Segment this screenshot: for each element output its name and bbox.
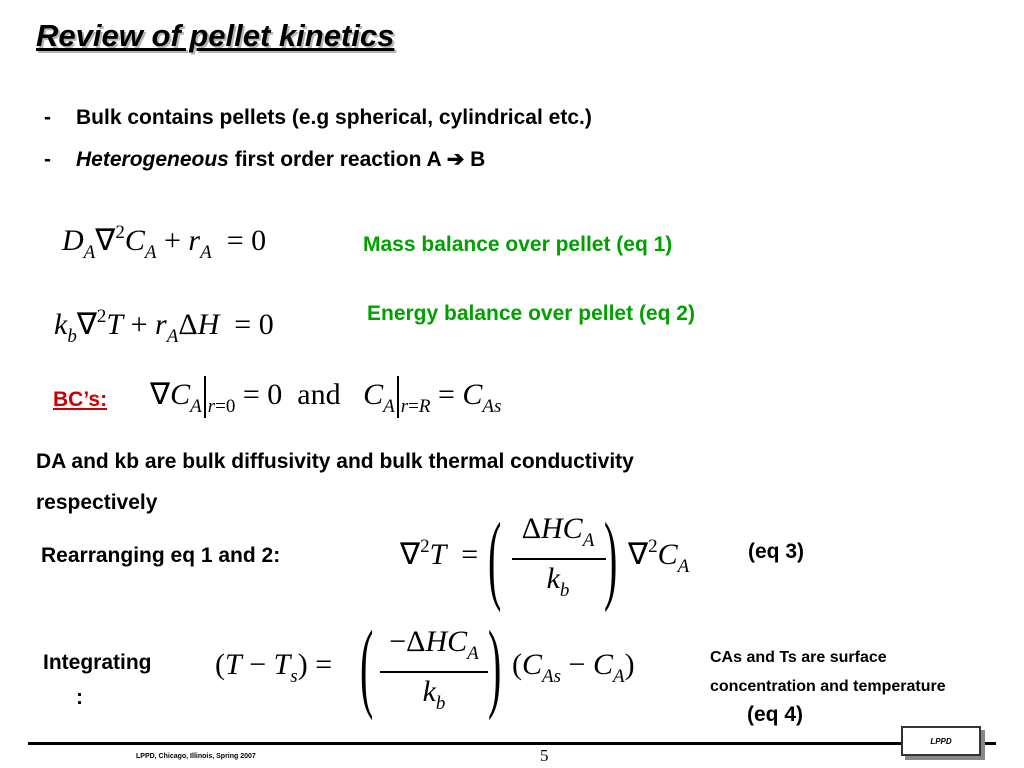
eq4-numerator: −ΔHCA (389, 625, 479, 664)
bullet-dash: - (44, 106, 51, 129)
logo-text: LPPD (930, 736, 952, 746)
left-paren: ( (488, 502, 502, 613)
eq4-denominator: kb (422, 675, 446, 714)
eq4-tag: (eq 4) (747, 703, 804, 726)
page-number: 5 (540, 746, 549, 765)
eq3-numerator: ΔHCA (521, 512, 595, 551)
footer-text: LPPD, Chicago, Illinois, Spring 2007 (136, 753, 256, 760)
eq3-denominator: kb (546, 562, 570, 601)
eq4-intro-line-2: : (76, 686, 83, 709)
eq1-label: Mass balance over pellet (eq 1) (363, 233, 673, 256)
eq4-fraction-line (380, 671, 488, 673)
eq4-side-note-line-2: concentration and temperature (710, 678, 946, 695)
eq2-label: Energy balance over pellet (eq 2) (367, 302, 695, 325)
and-word: and (297, 377, 341, 411)
bc-label: BC’s: (53, 388, 108, 411)
eq3-fraction-line (512, 558, 606, 560)
right-arrow-icon: ➔ (446, 148, 465, 171)
eq3-tag: (eq 3) (748, 540, 805, 563)
note-line-1: DA and kb are bulk diffusivity and bulk … (36, 450, 634, 473)
eq3-intro: Rearranging eq 1 and 2: (41, 544, 281, 567)
right-paren: ) (604, 502, 618, 613)
bullet-text: first order reaction A (228, 148, 447, 171)
eq4-side-note-line-1: CAs and Ts are surface (710, 649, 887, 666)
equation-1: DA∇2CA + rA = 0 (62, 222, 267, 263)
equation-3-rhs: ∇2CA (628, 536, 690, 577)
bullet-text: Bulk contains pellets (e.g spherical, cy… (76, 106, 592, 129)
eq4-intro-line-1: Integrating (43, 651, 152, 674)
equation-4-rhs: (CAs − CA) (512, 648, 635, 687)
lppd-logo: LPPD (901, 726, 981, 756)
left-paren: ( (360, 610, 374, 721)
note-line-2: respectively (36, 491, 158, 514)
equation-2: kb∇2T + rAΔH = 0 (54, 306, 274, 347)
footer-divider (28, 742, 996, 745)
bullet-2: -Heterogeneous first order reaction A ➔ … (44, 147, 485, 172)
bullet-1: - Bulk contains pellets (e.g spherical, c… (44, 106, 592, 130)
bullet-tail: B (464, 148, 486, 171)
right-paren: ) (488, 610, 502, 721)
bullet-emphasis: Heterogeneous (76, 148, 229, 171)
equation-4-lhs: (T − Ts) = (215, 648, 333, 687)
slide-title: Review of pellet kinetics (36, 18, 395, 53)
bullet-dash: - (44, 148, 51, 171)
equation-3-lhs: ∇2T = (400, 536, 479, 571)
